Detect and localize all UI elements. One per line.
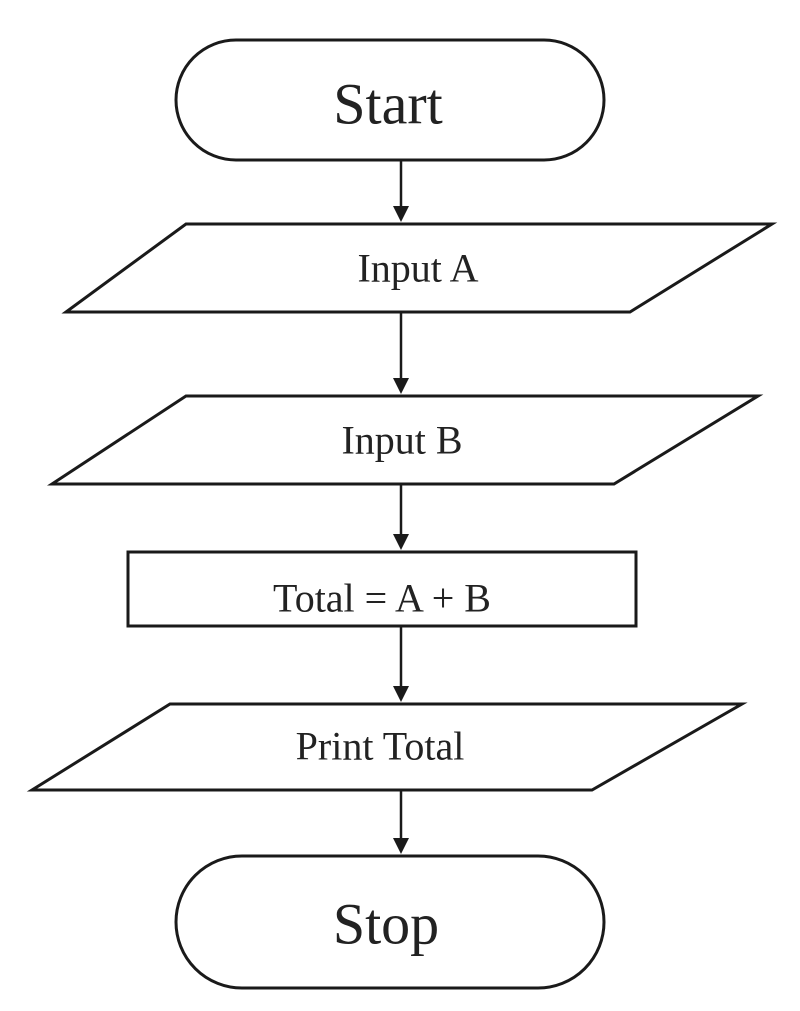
- io-shape: [26, 702, 748, 792]
- node-start: Start: [174, 38, 606, 162]
- edge-start-to-input-a: [393, 160, 409, 222]
- node-label: Input B: [341, 418, 462, 463]
- edge-print-total-to-stop: [393, 790, 409, 854]
- terminal-shape: [174, 38, 606, 162]
- node-stop: Stop: [174, 854, 606, 990]
- node-label: Total = A + B: [273, 576, 491, 621]
- io-shape: [46, 394, 764, 486]
- node-label: Stop: [333, 892, 439, 957]
- process-shape: [126, 550, 638, 628]
- io-shape: [61, 222, 778, 314]
- node-label: Print Total: [296, 724, 465, 769]
- edge-input-a-to-input-b: [393, 312, 409, 394]
- edge-input-b-to-total: [393, 484, 409, 550]
- connectors: [393, 160, 409, 854]
- edge-total-to-print-total: [393, 626, 409, 702]
- node-print-total: Print Total: [26, 702, 748, 792]
- node-input-a: Input A: [61, 222, 778, 314]
- terminal-shape: [174, 854, 606, 990]
- node-input-b: Input B: [46, 394, 764, 486]
- node-label: Start: [333, 72, 443, 137]
- node-label: Input A: [357, 246, 478, 291]
- node-total: Total = A + B: [126, 550, 638, 628]
